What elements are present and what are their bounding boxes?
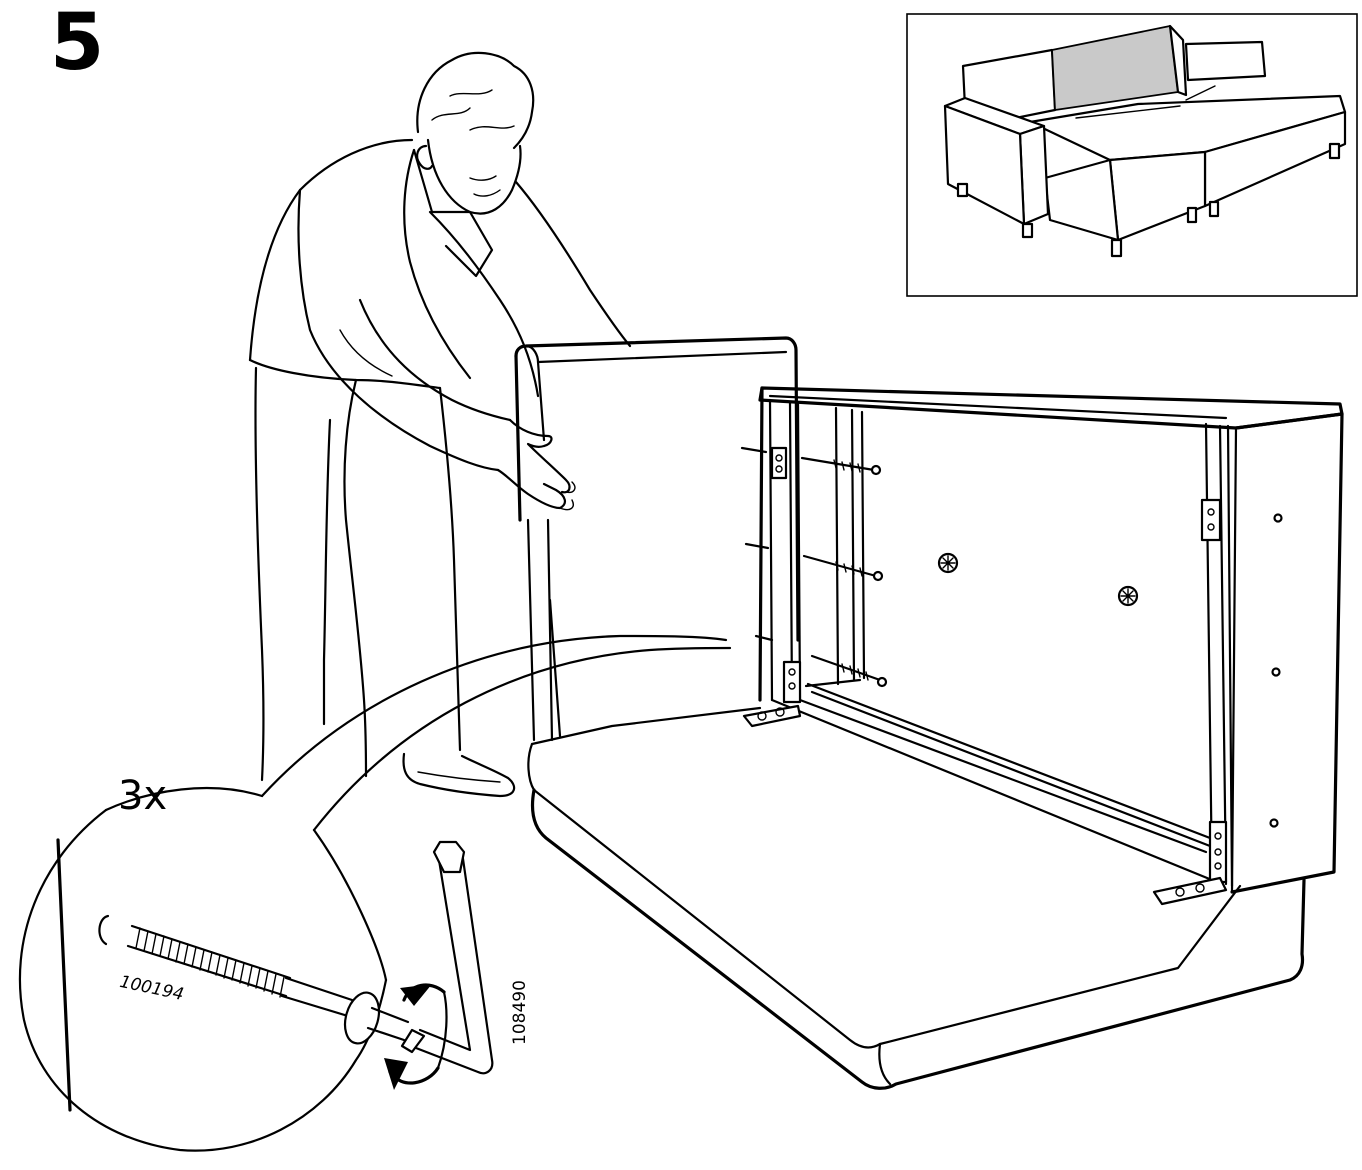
bolt-icon	[800, 456, 888, 688]
allen-key-icon	[400, 840, 494, 1075]
detail-callout	[18, 634, 732, 1152]
allen-key-part-number: 108490	[510, 980, 530, 1045]
star-knob-icon	[937, 552, 1139, 607]
sofa-frame	[740, 386, 1344, 906]
step-number: 5	[50, 0, 105, 88]
inset-sofa-icon	[943, 24, 1347, 258]
quantity-label: 3x	[118, 773, 168, 819]
seat-base	[527, 706, 1306, 1090]
finished-sofa-inset	[906, 13, 1358, 297]
back-cushion	[514, 336, 800, 742]
detail-bolt-icon	[98, 914, 410, 1045]
clockwise-rotation-icon	[384, 983, 448, 1090]
person-assembling-icon	[248, 51, 632, 798]
